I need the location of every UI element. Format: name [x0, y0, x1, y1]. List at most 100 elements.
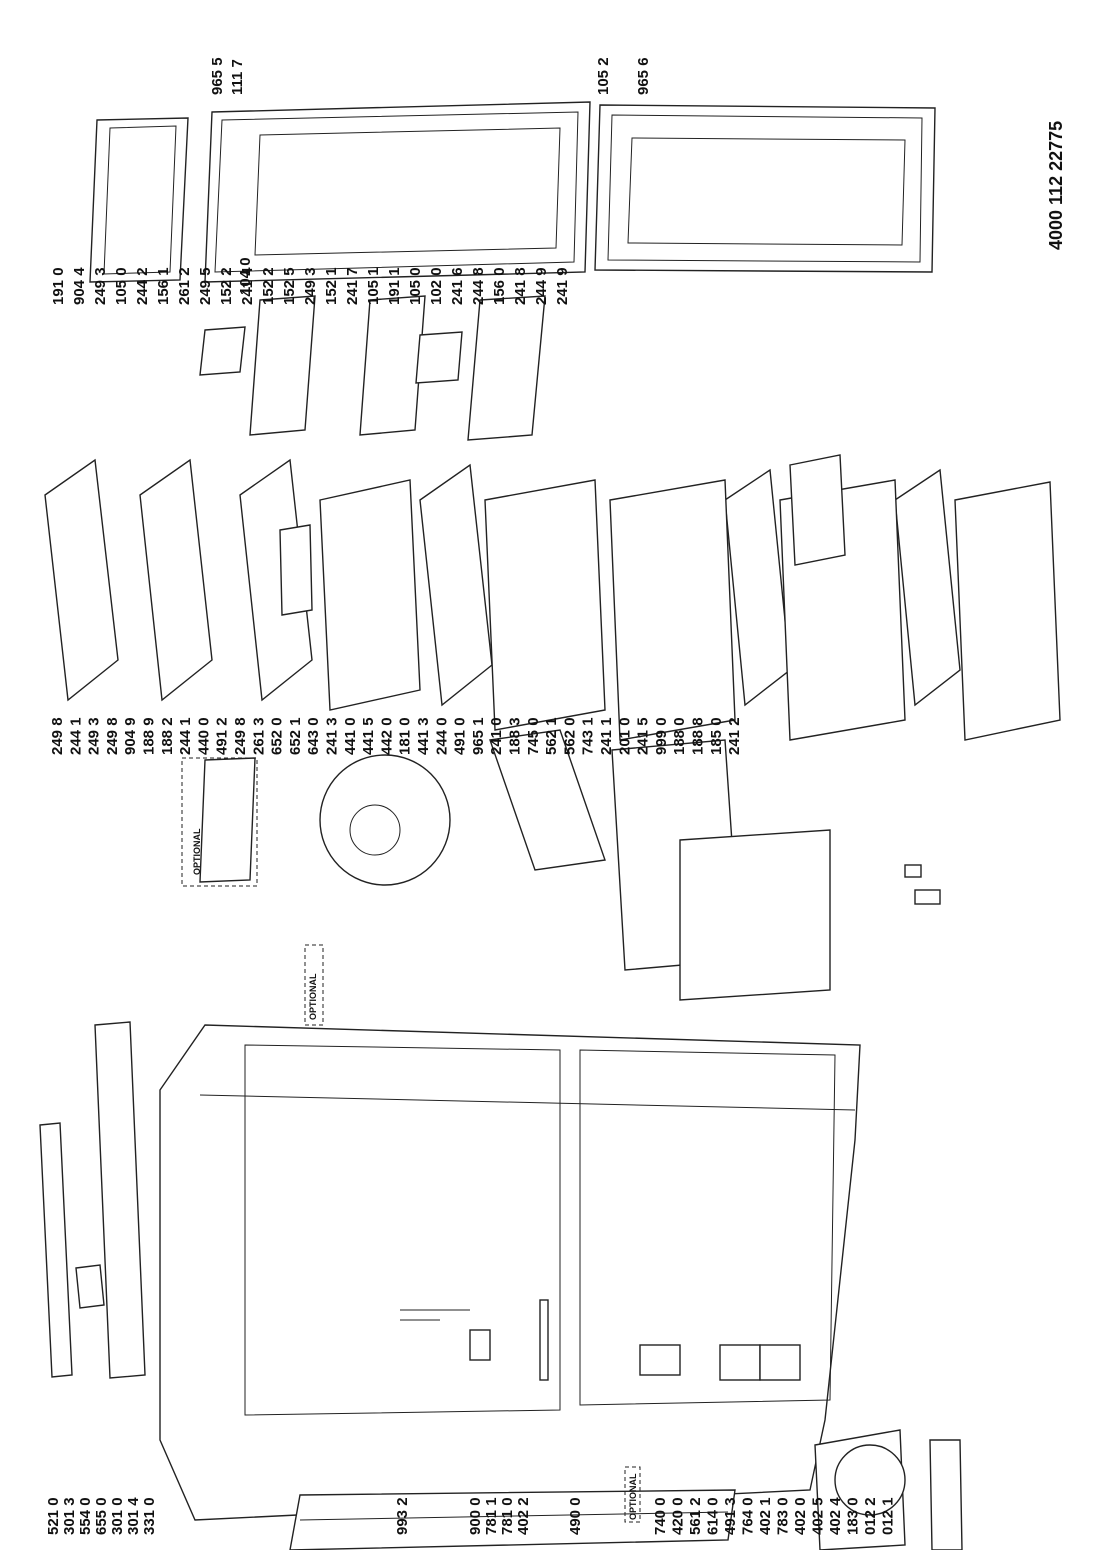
evaporator-drawing [199, 729, 831, 1001]
part-number-label: 491 3 [722, 1497, 739, 1535]
part-number-label: 743 1 [580, 717, 597, 755]
part-number-label: 554 0 [77, 1497, 94, 1535]
optional-label-3: OPTIONAL [628, 1473, 638, 1520]
part-number-label: 965 6 [635, 57, 652, 95]
part-number-label: 012 1 [880, 1497, 897, 1535]
part-number-label: 012 2 [862, 1497, 879, 1535]
part-number-label: 490 0 [567, 1497, 584, 1535]
part-number-label: 614 0 [705, 1497, 722, 1535]
part-number-label: 261 2 [176, 267, 193, 305]
part-number-label: 781 0 [499, 1497, 516, 1535]
part-number-label: 491 2 [214, 717, 231, 755]
part-number-label: 241 9 [554, 267, 571, 305]
condenser-drawing [289, 1429, 963, 1551]
part-number-label: 249 8 [232, 717, 249, 755]
part-number-label: 562 1 [543, 717, 560, 755]
part-number-label: 301 4 [125, 1497, 142, 1535]
part-number-label: 244 0 [433, 717, 450, 755]
part-number-label: 191 0 [50, 267, 67, 305]
part-number-label: 185 0 [708, 717, 725, 755]
part-number-label: 181 0 [397, 717, 414, 755]
part-number-label: 904 4 [71, 267, 88, 305]
part-number-label: 241 6 [449, 267, 466, 305]
part-number-label: 111 7 [229, 59, 246, 95]
part-number-label: 105 2 [595, 57, 612, 95]
part-number-label: 152 5 [281, 267, 298, 305]
part-number-label: 241 1 [598, 717, 615, 755]
part-number-label: 249 3 [86, 717, 103, 755]
optional-boxes: OPTIONAL OPTIONAL OPTIONAL [181, 757, 641, 1523]
part-number-label: 105 1 [365, 267, 382, 305]
part-number-label: 562 0 [561, 717, 578, 755]
part-number-label: 241 4 [239, 267, 256, 305]
part-number-label: 441 0 [342, 717, 359, 755]
part-number-label: 301 0 [109, 1497, 126, 1535]
part-number-label: 105 0 [407, 267, 424, 305]
fridge-door-drawing [204, 101, 591, 283]
part-number-label: 442 0 [378, 717, 395, 755]
part-number-label: 201 0 [616, 717, 633, 755]
part-number-label: 156 1 [155, 267, 172, 305]
part-number-label: 420 0 [670, 1497, 687, 1535]
drawers-drawing [279, 454, 1061, 741]
glass-shelves-drawing [44, 458, 961, 707]
part-number-label: 152 2 [260, 267, 277, 305]
part-number-label: 655 0 [93, 1497, 110, 1535]
part-number-label: 241 7 [344, 267, 361, 305]
part-number-label: 440 0 [195, 717, 212, 755]
part-number-label: 781 1 [483, 1497, 500, 1535]
part-number-label: 241 3 [324, 717, 341, 755]
part-number-label: 331 0 [141, 1497, 158, 1535]
door-seal-drawing [89, 117, 189, 283]
part-number-label: 965 5 [209, 57, 226, 95]
part-number-label: 183 0 [845, 1497, 862, 1535]
part-number-label: 249 8 [49, 717, 66, 755]
part-number-label: 241 0 [488, 717, 505, 755]
part-number-label: 188 9 [141, 717, 158, 755]
part-number-label: 764 0 [740, 1497, 757, 1535]
part-number-label: 441 3 [415, 717, 432, 755]
part-number-label: 441 5 [360, 717, 377, 755]
part-number-label: 249 5 [197, 267, 214, 305]
part-number-label: 652 1 [287, 717, 304, 755]
part-number-label: 188 3 [507, 717, 524, 755]
part-number-label: 745 0 [525, 717, 542, 755]
part-number-label: 402 0 [792, 1497, 809, 1535]
part-number-label: 188 0 [671, 717, 688, 755]
part-number-label: 188 2 [159, 717, 176, 755]
part-number-label: 249 3 [92, 267, 109, 305]
part-number-label: 249 3 [302, 267, 319, 305]
part-number-label: 561 2 [687, 1497, 704, 1535]
freezer-door-drawing [594, 104, 936, 273]
part-number-label: 244 2 [134, 267, 151, 305]
part-number-label: 402 2 [515, 1497, 532, 1535]
part-number-label: 301 3 [61, 1497, 78, 1535]
part-number-label: 261 3 [250, 717, 267, 755]
control-panel-drawing [39, 1021, 146, 1379]
part-number-label: 491 0 [452, 717, 469, 755]
optional-label-2: OPTIONAL [308, 973, 318, 1020]
part-number-label: 993 2 [394, 1497, 411, 1535]
part-number-label: 783 0 [775, 1497, 792, 1535]
part-number-label: 102 0 [428, 267, 445, 305]
door-balconies-drawing [199, 295, 546, 441]
part-number-label: 152 1 [323, 267, 340, 305]
cabinet-body-drawing [159, 1024, 861, 1521]
part-number-label: 402 1 [757, 1497, 774, 1535]
document-number: 4000 112 22775 [1046, 121, 1066, 250]
part-number-label: 249 8 [104, 717, 121, 755]
part-number-label: 188 8 [690, 717, 707, 755]
part-number-label: 244 1 [67, 717, 84, 755]
part-number-label: 900 0 [467, 1497, 484, 1535]
part-number-label: 402 5 [810, 1497, 827, 1535]
part-number-label: 105 0 [113, 267, 130, 305]
part-number-label: 244 1 [177, 717, 194, 755]
part-number-label: 241 5 [635, 717, 652, 755]
part-number-label: 999 0 [653, 717, 670, 755]
part-number-label: 241 2 [726, 717, 743, 755]
part-number-label: 241 8 [512, 267, 529, 305]
part-number-label: 244 8 [470, 267, 487, 305]
